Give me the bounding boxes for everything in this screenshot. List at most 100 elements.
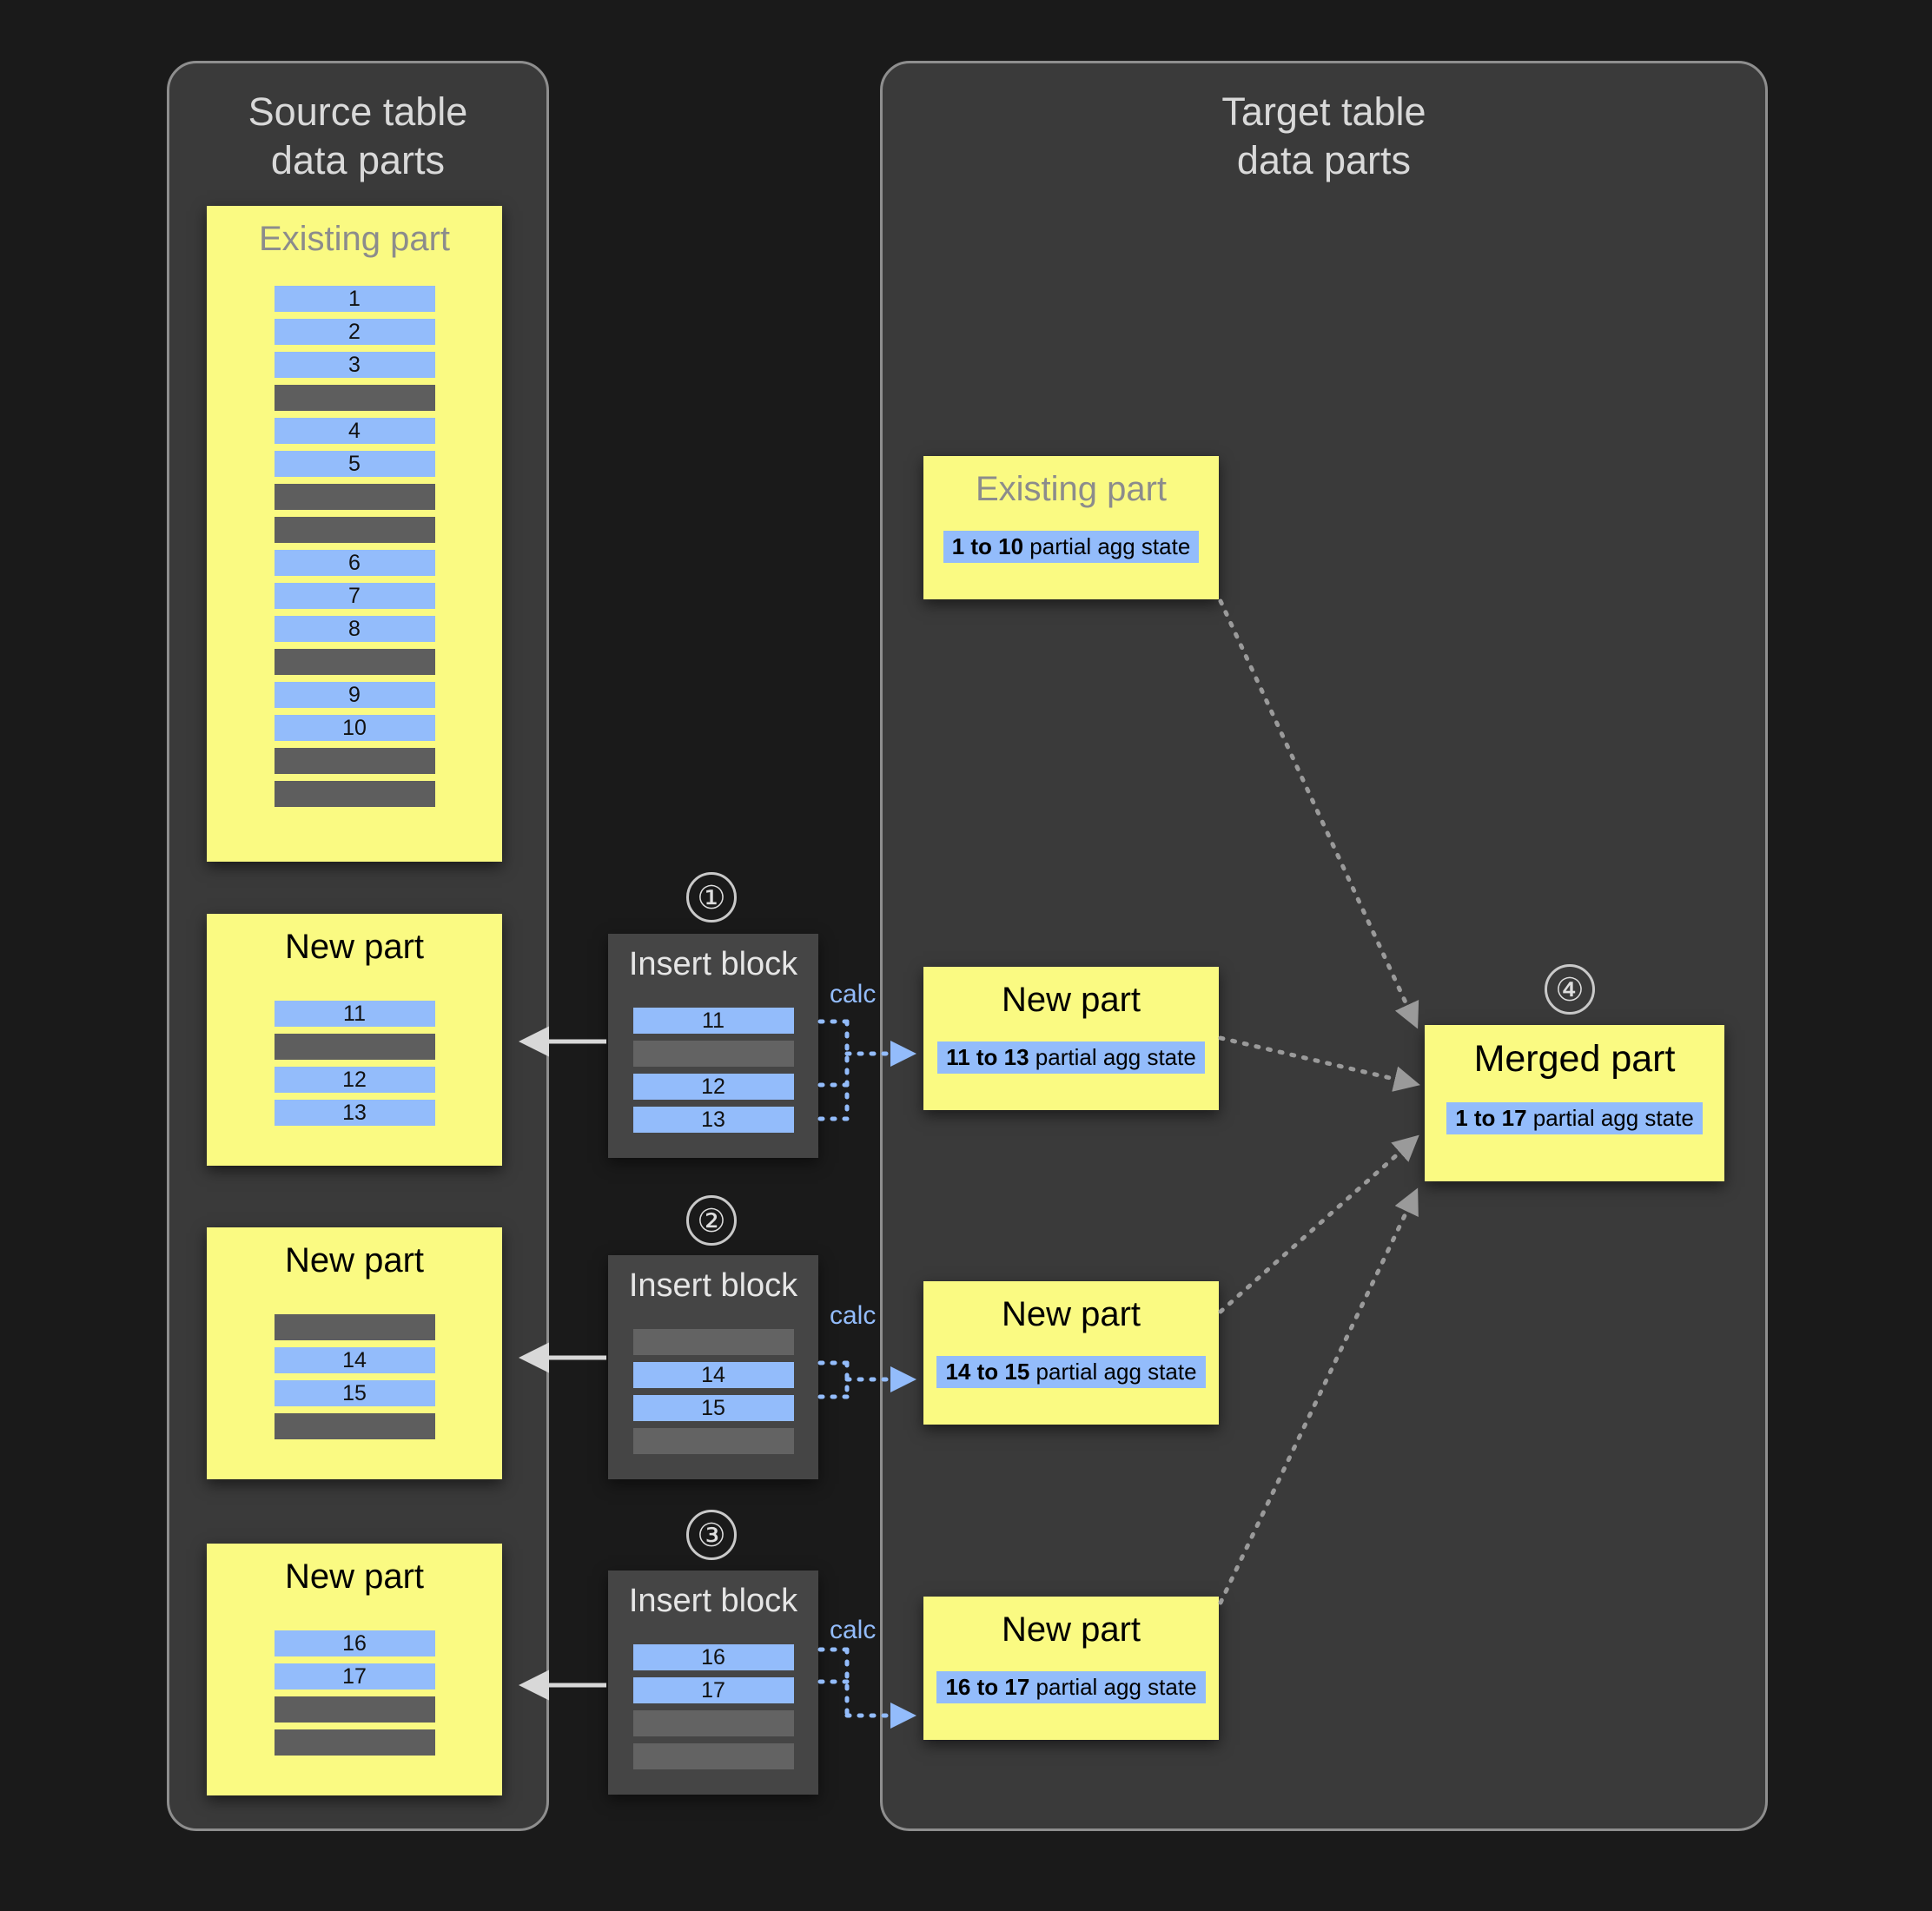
target-new-part-2[interactable]: New part 14 to 15 partial agg state	[923, 1281, 1219, 1425]
row-value: 13	[701, 1107, 725, 1132]
calc-label-2: calc	[830, 1301, 877, 1330]
agg-text-0: partial agg state	[1023, 533, 1191, 559]
row-value: 3	[348, 352, 361, 377]
source-new-part-2[interactable]: New part 14 15	[207, 1227, 502, 1479]
filler-row	[632, 1041, 794, 1067]
agg-range-3: 16 to 17	[945, 1674, 1030, 1700]
row-value: 17	[701, 1677, 725, 1703]
row-value: 16	[342, 1630, 367, 1656]
filler-row	[274, 781, 435, 807]
row-value: 15	[342, 1380, 367, 1405]
merged-part-agg: 1 to 17 partial agg state	[1446, 1102, 1703, 1135]
agg-range-0: 1 to 10	[951, 533, 1024, 559]
filler-row	[274, 1413, 435, 1439]
data-row: 4	[274, 418, 435, 444]
row-value: 5	[348, 451, 361, 476]
target-new-part-2-agg-wrap: 14 to 15 partial agg state	[923, 1356, 1219, 1388]
merged-part[interactable]: Merged part 1 to 17 partial agg state	[1425, 1025, 1724, 1181]
target-new-part-1-agg-wrap: 11 to 13 partial agg state	[923, 1041, 1219, 1074]
row-value: 14	[701, 1362, 725, 1387]
source-new-part-3[interactable]: New part 16 17	[207, 1544, 502, 1795]
data-row: 11	[632, 1008, 794, 1034]
row-value: 1	[348, 286, 361, 311]
step-marker-2: ②	[686, 1195, 737, 1246]
data-row: 11	[274, 1001, 435, 1027]
filler-row	[632, 1710, 794, 1736]
data-row: 12	[632, 1074, 794, 1100]
row-value: 2	[348, 319, 361, 344]
target-new-part-2-agg: 14 to 15 partial agg state	[936, 1356, 1206, 1388]
row-value: 13	[342, 1100, 367, 1125]
target-new-part-1-agg: 11 to 13 partial agg state	[937, 1041, 1205, 1074]
target-table-panel: Target table data parts	[880, 61, 1768, 1831]
filler-row	[274, 1696, 435, 1723]
data-row: 8	[274, 616, 435, 642]
target-new-part-1[interactable]: New part 11 to 13 partial agg state	[923, 967, 1219, 1110]
filler-row	[274, 385, 435, 411]
agg-text-2: partial agg state	[1029, 1359, 1197, 1385]
insert-block-1-rows: 11 12 13	[608, 995, 818, 1152]
merged-agg-range: 1 to 17	[1455, 1105, 1527, 1132]
source-new-part-3-title: New part	[284, 1557, 425, 1596]
source-new-part-1-title: New part	[284, 928, 425, 966]
data-row: 6	[274, 550, 435, 576]
target-existing-part[interactable]: Existing part 1 to 10 partial agg state	[923, 456, 1219, 599]
row-value: 9	[348, 682, 361, 707]
row-value: 7	[348, 583, 361, 608]
data-row: 1	[274, 286, 435, 312]
filler-row	[274, 484, 435, 510]
target-existing-part-title: Existing part	[975, 470, 1168, 508]
filler-row	[274, 748, 435, 774]
calc-connector-3	[817, 1647, 850, 1718]
calc-connector-1	[817, 1019, 850, 1121]
data-row: 15	[274, 1380, 435, 1406]
data-row: 14	[274, 1347, 435, 1373]
row-value: 10	[342, 715, 367, 740]
target-existing-part-agg: 1 to 10 partial agg state	[943, 531, 1200, 563]
insert-block-1[interactable]: Insert block 11 12 13	[608, 934, 818, 1158]
target-new-part-2-title: New part	[1001, 1295, 1141, 1333]
data-row: 10	[274, 715, 435, 741]
target-new-part-3-agg-wrap: 16 to 17 partial agg state	[923, 1671, 1219, 1703]
source-existing-part-rows: 1 2 3 4 5 6 7 8 9 10	[207, 274, 502, 826]
source-existing-part-title: Existing part	[258, 220, 451, 258]
merged-agg-text: partial agg state	[1526, 1105, 1694, 1132]
row-value: 4	[348, 418, 361, 443]
target-panel-title: Target table data parts	[1221, 89, 1426, 182]
data-row: 16	[274, 1630, 435, 1656]
step-marker-4: ④	[1545, 964, 1595, 1015]
calc-connector-2	[817, 1360, 850, 1399]
source-existing-part[interactable]: Existing part 1 2 3 4 5 6 7 8 9 10	[207, 206, 502, 862]
filler-row	[274, 1314, 435, 1340]
source-panel-title: Source table data parts	[248, 89, 468, 182]
target-new-part-3-agg: 16 to 17 partial agg state	[936, 1671, 1206, 1703]
data-row: 13	[274, 1100, 435, 1126]
filler-row	[632, 1428, 794, 1454]
step-marker-3: ③	[686, 1510, 737, 1560]
data-row: 16	[632, 1644, 794, 1670]
data-row: 14	[632, 1362, 794, 1388]
insert-block-1-title: Insert block	[628, 946, 798, 982]
data-row: 13	[632, 1107, 794, 1133]
target-new-part-3-title: New part	[1001, 1610, 1141, 1649]
data-row: 12	[274, 1067, 435, 1093]
filler-row	[274, 649, 435, 675]
target-new-part-3[interactable]: New part 16 to 17 partial agg state	[923, 1597, 1219, 1740]
source-new-part-1[interactable]: New part 11 12 13	[207, 914, 502, 1166]
filler-row	[274, 517, 435, 543]
data-row: 17	[274, 1663, 435, 1689]
agg-range-1: 11 to 13	[946, 1044, 1029, 1070]
filler-row	[632, 1743, 794, 1769]
row-value: 16	[701, 1644, 725, 1670]
agg-text-1: partial agg state	[1029, 1044, 1196, 1070]
insert-block-2-title: Insert block	[628, 1267, 798, 1304]
data-row: 15	[632, 1395, 794, 1421]
row-value: 11	[343, 1001, 366, 1026]
calc-label-3: calc	[830, 1616, 877, 1644]
source-new-part-2-title: New part	[284, 1241, 425, 1280]
agg-range-2: 14 to 15	[945, 1359, 1030, 1385]
